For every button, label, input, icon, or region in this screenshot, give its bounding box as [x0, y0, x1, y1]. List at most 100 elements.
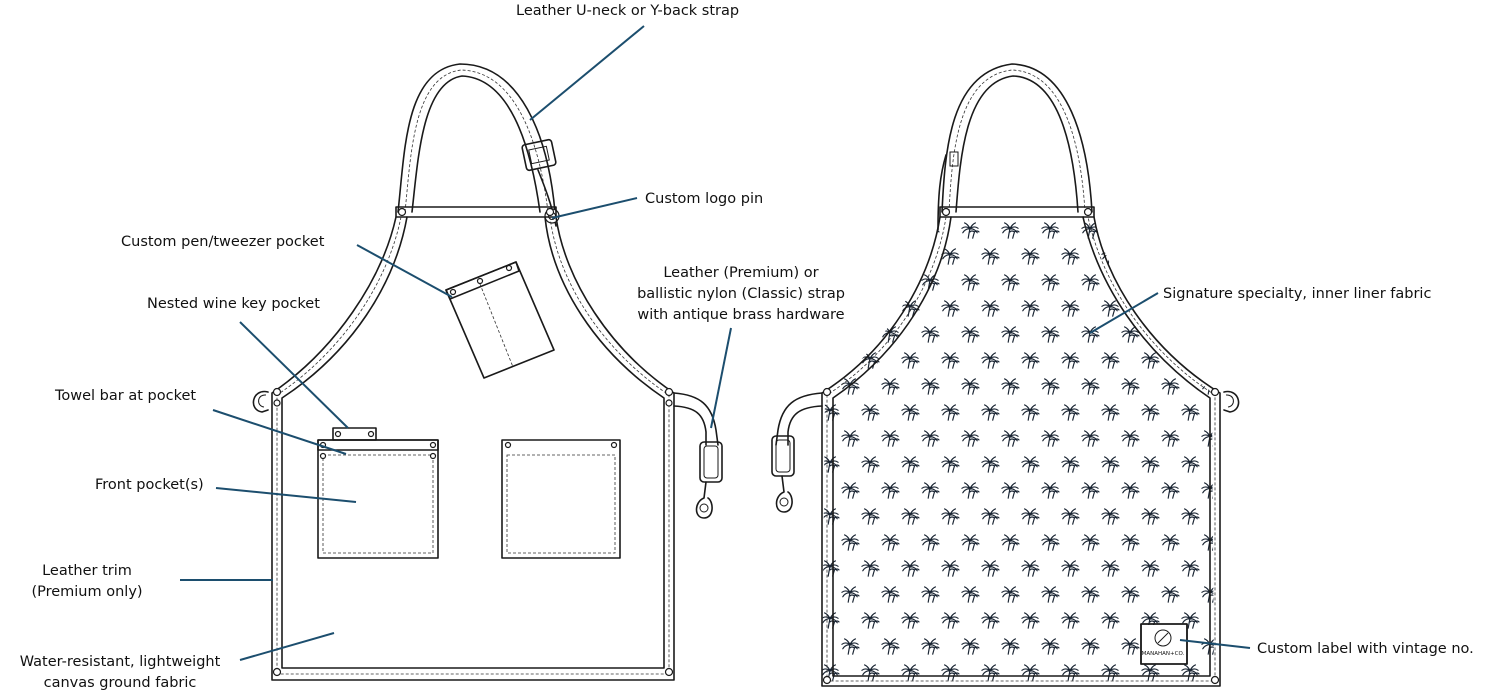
- palm-tree-icon: [841, 430, 860, 447]
- leader-liner: [1089, 292, 1159, 334]
- label-side-strap-2: ballistic nylon (Classic) strap: [637, 286, 845, 302]
- palm-tree-icon: [881, 482, 900, 499]
- palm-tree-icon: [1161, 430, 1180, 447]
- palm-tree-icon: [822, 456, 840, 473]
- palm-tree-icon: [1181, 300, 1200, 317]
- label-front-pocket: Front pocket(s): [95, 477, 204, 493]
- palm-tree-icon: [822, 612, 840, 629]
- leader-front-pocket: [215, 487, 357, 503]
- palm-tree-icon: [961, 326, 980, 343]
- palm-tree-icon: [1021, 664, 1040, 681]
- palm-tree-icon: [901, 352, 920, 369]
- leader-lines: [180, 25, 1251, 661]
- palm-tree-icon: [1021, 456, 1040, 473]
- palm-tree-icon: [1081, 378, 1100, 395]
- leader-pen-pocket: [356, 244, 453, 298]
- palm-tree-icon: [981, 300, 1000, 317]
- palm-tree-icon: [822, 560, 840, 577]
- palm-tree-icon: [961, 586, 980, 603]
- palm-tree-icon: [1101, 664, 1120, 681]
- palm-tree-icon: [961, 222, 980, 239]
- palm-tree-icon: [981, 456, 1000, 473]
- palm-tree-icon: [1041, 586, 1060, 603]
- palm-tree-icon: [1061, 300, 1080, 317]
- custom-label-tag: MANAHAN+CO.: [1140, 623, 1188, 665]
- palm-tree-icon: [1001, 326, 1020, 343]
- palm-tree-icon: [1161, 378, 1180, 395]
- palm-tree-icon: [941, 300, 960, 317]
- palm-tree-icon: [1041, 326, 1060, 343]
- palm-tree-icon: [881, 534, 900, 551]
- palm-tree-icon: [861, 404, 880, 421]
- palm-tree-icon: [961, 638, 980, 655]
- back-apron: MANAHAN+CO.: [771, 63, 1240, 687]
- palm-tree-icon: [1061, 664, 1080, 681]
- palm-tree-icon: [981, 352, 1000, 369]
- palm-tree-icon: [1121, 482, 1140, 499]
- palm-tree-icon: [1001, 534, 1020, 551]
- palm-tree-icon: [921, 482, 940, 499]
- palm-tree-icon: [1021, 508, 1040, 525]
- palm-tree-icon: [1222, 613, 1239, 628]
- palm-tree-icon: [1161, 482, 1180, 499]
- palm-tree-icon: [1021, 300, 1040, 317]
- palm-tree-icon: [1141, 560, 1160, 577]
- palm-tree-icon: [1101, 560, 1120, 577]
- palm-tree-icon: [1141, 248, 1160, 265]
- palm-tree-icon: [1201, 326, 1214, 343]
- palm-tree-icon: [1181, 664, 1200, 681]
- palm-tree-icon: [822, 248, 840, 265]
- palm-tree-icon: [1101, 404, 1120, 421]
- palm-tree-icon: [1041, 274, 1060, 291]
- label-liner: Signature specialty, inner liner fabric: [1163, 286, 1431, 302]
- palm-tree-icon: [1121, 586, 1140, 603]
- palm-tree-icon: [921, 534, 940, 551]
- palm-tree-icon: [861, 300, 880, 317]
- buckle-icon: [521, 138, 557, 172]
- palm-tree-icon: [1161, 326, 1180, 343]
- palm-tree-icon: [802, 223, 819, 238]
- palm-tree-icon: [1141, 508, 1160, 525]
- palm-tree-icon: [802, 535, 819, 550]
- palm-tree-icon: [1222, 457, 1239, 472]
- palm-tree-icon: [1001, 222, 1020, 239]
- palm-tree-icon: [1141, 300, 1160, 317]
- palm-tree-icon: [941, 560, 960, 577]
- palm-tree-icon: [1001, 430, 1020, 447]
- palm-tree-icon: [961, 482, 980, 499]
- palm-tree-icon: [1001, 274, 1020, 291]
- label-custom-label: Custom label with vintage no.: [1257, 641, 1474, 657]
- palm-tree-icon: [841, 482, 860, 499]
- palm-tree-icon: [1101, 612, 1120, 629]
- callout-labels: Leather U-neck or Y-back strap Custom lo…: [20, 3, 1474, 691]
- palm-tree-icon: [941, 508, 960, 525]
- palm-tree-icon: [981, 404, 1000, 421]
- palm-tree-icon: [921, 430, 940, 447]
- palm-tree-icon: [981, 560, 1000, 577]
- palm-tree-icon: [1061, 404, 1080, 421]
- label-side-strap-1: Leather (Premium) or: [663, 265, 818, 281]
- palm-tree-icon: [822, 404, 840, 421]
- palm-tree-icon: [981, 248, 1000, 265]
- palm-tree-icon: [1222, 665, 1239, 680]
- palm-tree-icon: [901, 248, 920, 265]
- d-ring-icon: [252, 390, 269, 413]
- palm-tree-icon: [802, 587, 819, 602]
- palm-tree-icon: [901, 560, 920, 577]
- palm-tree-icon: [1141, 352, 1160, 369]
- palm-tree-icon: [1081, 430, 1100, 447]
- palm-tree-icon: [1041, 430, 1060, 447]
- palm-tree-icon: [961, 378, 980, 395]
- label-logo-pin: Custom logo pin: [645, 191, 763, 207]
- palm-tree-icon: [861, 248, 880, 265]
- palm-tree-icon: [921, 638, 940, 655]
- palm-tree-icon: [1081, 482, 1100, 499]
- palm-tree-icon: [1101, 300, 1120, 317]
- leader-logo-pin: [551, 197, 638, 219]
- label-strap: Leather U-neck or Y-back strap: [516, 3, 739, 19]
- front-pocket-right: [501, 439, 621, 559]
- palm-tree-icon: [961, 274, 980, 291]
- side-strap: [673, 392, 719, 446]
- palm-tree-icon: [1222, 301, 1239, 316]
- front-apron: [252, 63, 723, 681]
